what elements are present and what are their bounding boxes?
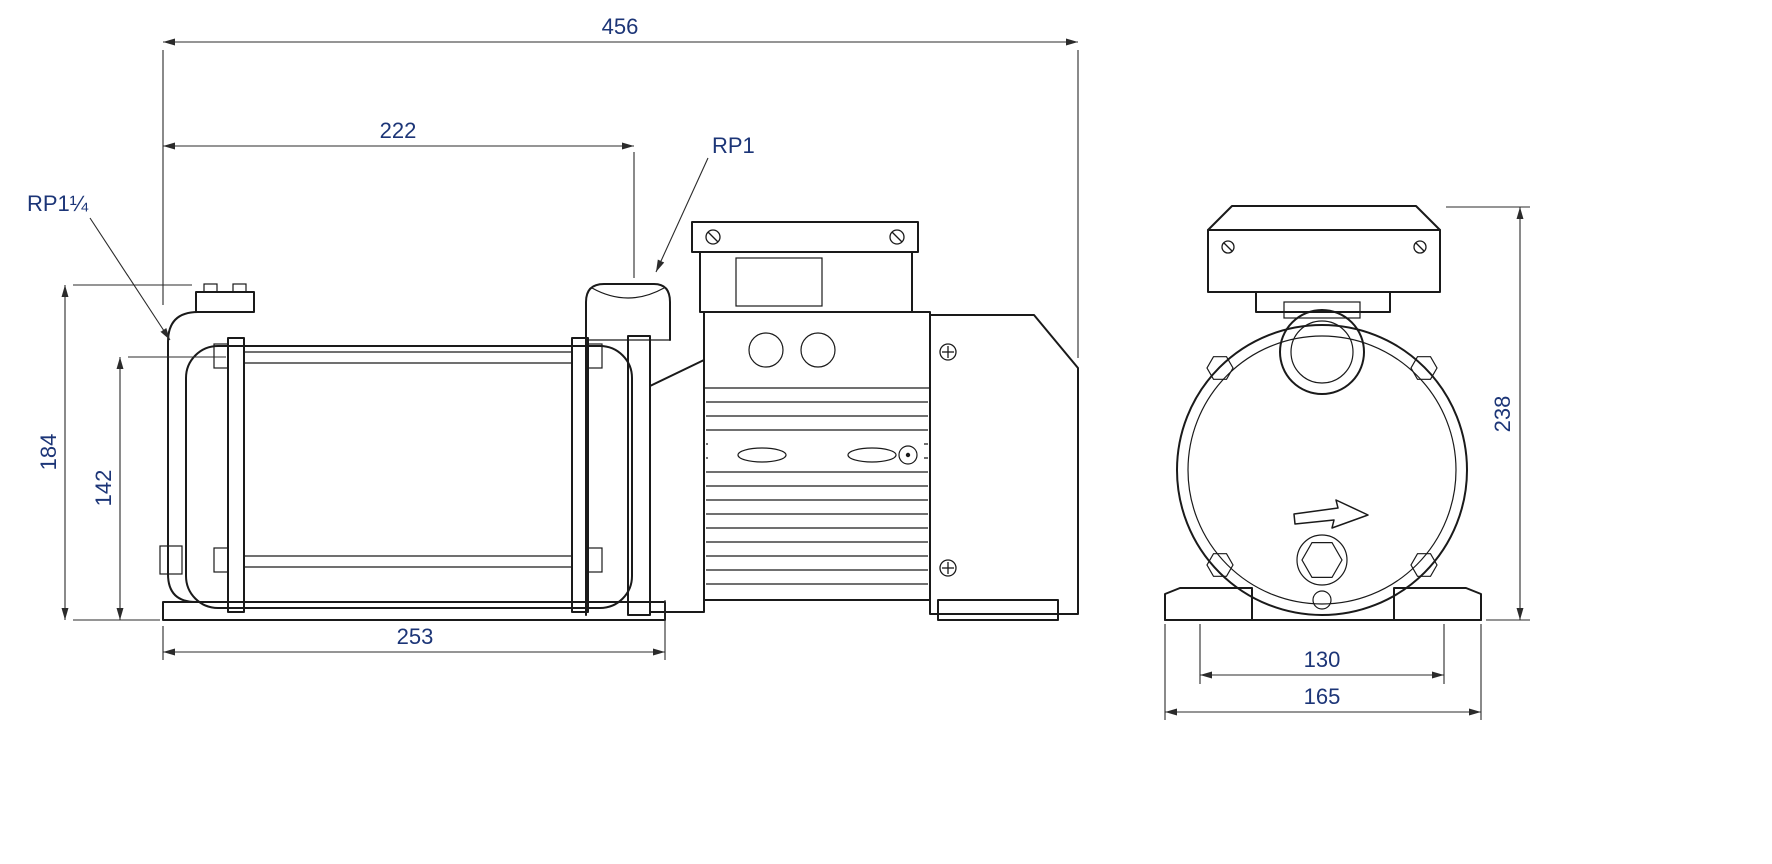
- flange-bolt: [203, 283, 218, 293]
- leader-rp1-quarter: [89, 217, 171, 341]
- rotation-arrow-icon: [1293, 499, 1369, 529]
- fan-cover: [929, 314, 1079, 615]
- dim-front-height-label: 238: [1490, 396, 1515, 433]
- lid-screw-icon: [889, 229, 905, 245]
- terminal-box: [691, 221, 919, 313]
- lid-screw-icon: [1413, 240, 1427, 254]
- pump-casing-front: [1176, 324, 1468, 616]
- stage-barrel: [185, 337, 633, 613]
- front-view: 238 130 165: [1164, 205, 1530, 720]
- motor-body: [703, 311, 931, 601]
- cooling-fins: [706, 401, 928, 585]
- base-foot-front: [1164, 587, 1482, 621]
- cable-gland: [800, 332, 836, 368]
- nameplate-slot: [737, 447, 787, 463]
- cover-screw-icon: [939, 343, 957, 361]
- hex-bolt-icon: [1410, 553, 1438, 577]
- discharge-port-label: RP1: [712, 133, 755, 158]
- terminal-box-front: [1207, 205, 1441, 313]
- motor-adapter: [649, 359, 705, 613]
- dim-overall-length-label: 456: [602, 14, 639, 39]
- casing-bolts: [1206, 356, 1438, 610]
- dim-port-distance-label: 222: [380, 118, 417, 143]
- hex-bolt-icon: [1410, 356, 1438, 380]
- tie-rods: [213, 343, 603, 573]
- rear-flange-plate: [571, 337, 589, 613]
- drain-plug: [159, 545, 183, 575]
- base-foot-side: [162, 599, 1059, 621]
- dim-bolt-spacing-label: 130: [1304, 647, 1341, 672]
- bottom-hole: [1312, 590, 1332, 610]
- suction-port-label: RP1¼: [27, 191, 89, 216]
- drain-plug-boss: [1296, 534, 1348, 586]
- lid-screw-icon: [1221, 240, 1235, 254]
- dim-height-total-label: 184: [36, 434, 61, 471]
- suction-port-front: [1279, 301, 1365, 395]
- cover-screw-icon: [939, 559, 957, 577]
- dim-base-length-label: 253: [397, 624, 434, 649]
- leader-rp1: [655, 157, 709, 273]
- nameplate-slot: [847, 447, 897, 463]
- hex-bolt-icon: [1206, 553, 1234, 577]
- flange-bolt: [232, 283, 247, 293]
- dim-base-width-label: 165: [1304, 684, 1341, 709]
- side-view: 456 222 RP1 RP1¼ 184 142 253: [27, 14, 1079, 660]
- terminal-box-opening: [735, 257, 823, 307]
- hex-plug-icon: [1301, 541, 1343, 579]
- dim-height-inner-label: 142: [91, 470, 116, 507]
- cable-gland: [748, 332, 784, 368]
- hex-bolt-icon: [1206, 356, 1234, 380]
- front-flange-plate: [227, 337, 245, 613]
- discharge-port-mouth: [591, 287, 665, 299]
- dimensions-side: 456 222 RP1 RP1¼ 184 142 253: [27, 14, 1079, 660]
- lid-screw-icon: [705, 229, 721, 245]
- dimensions-front: 238 130 165: [1164, 206, 1530, 720]
- suction-casing: [159, 283, 255, 603]
- discharge-head: [585, 283, 671, 616]
- terminal-box-lid: [691, 221, 919, 253]
- motor-eyelet: [898, 445, 918, 465]
- terminal-box-neck: [1255, 291, 1391, 313]
